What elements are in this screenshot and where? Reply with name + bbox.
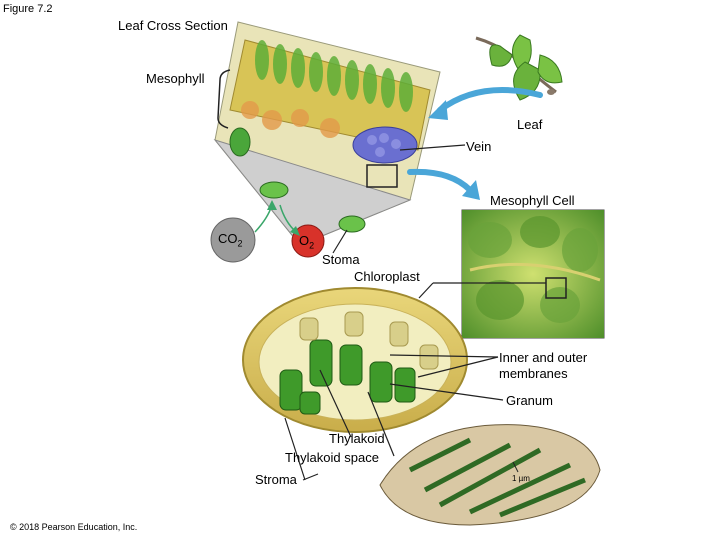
mesophyll-bracket [217, 69, 231, 129]
label-co2: CO2 [218, 231, 243, 249]
figure-label: Figure 7.2 [3, 3, 53, 15]
label-stroma: Stroma [255, 472, 297, 487]
label-granum: Granum [506, 393, 553, 408]
label-mesophyll-cell: Mesophyll Cell [490, 193, 575, 208]
label-thylakoid-space: Thylakoid space [285, 450, 379, 465]
label-stoma: Stoma [322, 252, 360, 267]
chloroplast-cutaway [242, 287, 468, 433]
label-membranes-line1: Inner and outer [499, 350, 588, 365]
vein-bundle [352, 126, 418, 164]
label-micro-scale: 1 µm [512, 474, 530, 483]
label-leaf: Leaf [517, 117, 543, 132]
leader-lines [284, 144, 546, 481]
o2-bubble [291, 224, 325, 258]
label-membranes-line2: membranes [499, 366, 568, 381]
chloroplast-micrograph [379, 424, 601, 526]
label-leaf-cross-section: Leaf Cross Section [118, 18, 228, 33]
arrow-section-to-cell [407, 168, 473, 193]
copyright-notice: © 2018 Pearson Education, Inc. [10, 522, 138, 532]
leaf-photo [473, 22, 566, 115]
leaf-cross-section [213, 21, 441, 246]
arrow-leaf-to-section [437, 87, 543, 113]
label-o2: O2 [299, 233, 315, 251]
label-vein: Vein [466, 139, 492, 154]
label-thylakoid: Thylakoid [329, 431, 385, 446]
label-chloroplast: Chloroplast [354, 269, 420, 284]
mesophyll-cell-micrograph [461, 209, 605, 339]
co2-bubble [210, 217, 256, 263]
label-mesophyll: Mesophyll [146, 71, 205, 86]
